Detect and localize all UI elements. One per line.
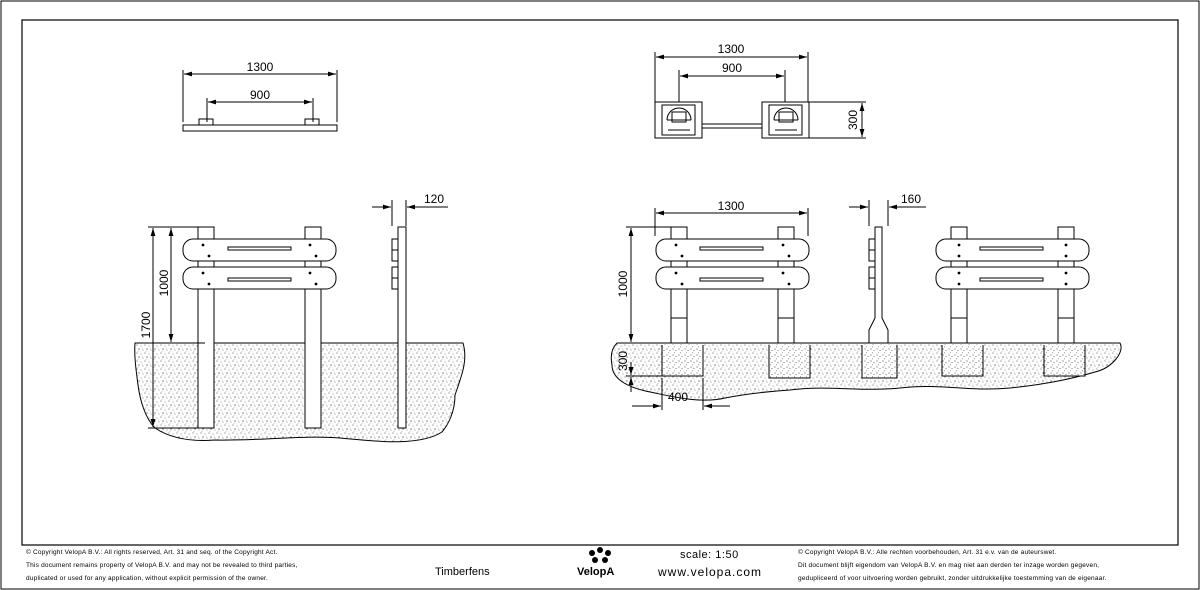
- dim-right-height-above: 1000: [616, 270, 630, 297]
- fence-front-right: [655, 226, 810, 344]
- dim-left-total-height: 1700: [139, 311, 153, 338]
- copyright-en-line-1: © Copyright VelopA B.V.: All rights rese…: [26, 549, 278, 556]
- copyright-english: © Copyright VelopA B.V.: All rights rese…: [26, 546, 298, 585]
- copyright-en-line-3: duplicated or used for any application, …: [26, 575, 269, 582]
- dim-top-right-height: 300: [846, 110, 860, 130]
- velopa-logo-mark: [589, 547, 611, 563]
- fence-front-left: [182, 226, 337, 429]
- website-link[interactable]: www.velopa.com: [658, 565, 763, 579]
- dims-right-front: [626, 200, 926, 410]
- copyright-nl-line-1: © Copyright VelopA B.V.: Alle rechten vo…: [798, 549, 1057, 556]
- dim-left-side-width: 120: [424, 192, 444, 206]
- bolt-dots-left: [201, 243, 318, 286]
- copyright-nl-line-3: gedupliceerd of voor uitvoering worden g…: [798, 575, 1107, 582]
- bolt-dots-right: [674, 243, 791, 286]
- bolt-dots-back: [957, 243, 1068, 286]
- copyright-dutch: © Copyright VelopA B.V.: Alle rechten vo…: [798, 546, 1107, 585]
- plan-view-left: [182, 70, 338, 132]
- scale-label: scale: 1:50: [680, 549, 739, 561]
- fence-side-left: [391, 226, 407, 429]
- dim-top-left-overall: 1300: [247, 60, 274, 74]
- foundations-right: [661, 345, 1086, 379]
- dim-right-foundation-width: 400: [668, 390, 688, 404]
- dim-top-right-inner: 900: [722, 61, 742, 75]
- ground-left: [134, 342, 466, 443]
- velopa-logo: VelopA: [577, 566, 615, 578]
- dim-left-side: [372, 200, 448, 226]
- dim-right-width: 1300: [718, 199, 745, 213]
- dim-top-right-overall: 1300: [718, 42, 745, 56]
- plan-view-right: [654, 52, 866, 139]
- drawing-frame: [21, 19, 1179, 546]
- copyright-en-line-2: This document remains property of VelopA…: [26, 562, 298, 569]
- dims-left-front: [148, 226, 205, 429]
- dim-top-left-inner: 900: [250, 88, 270, 102]
- dim-right-side-width: 160: [901, 192, 921, 206]
- dim-left-height-above: 1000: [157, 269, 171, 296]
- dim-right-foundation-depth: 300: [616, 351, 630, 371]
- product-name: Timberfens: [435, 566, 490, 578]
- fence-side-right: [868, 226, 889, 344]
- copyright-nl-line-2: Dit document blijft eigendom van VelopA …: [798, 562, 1100, 569]
